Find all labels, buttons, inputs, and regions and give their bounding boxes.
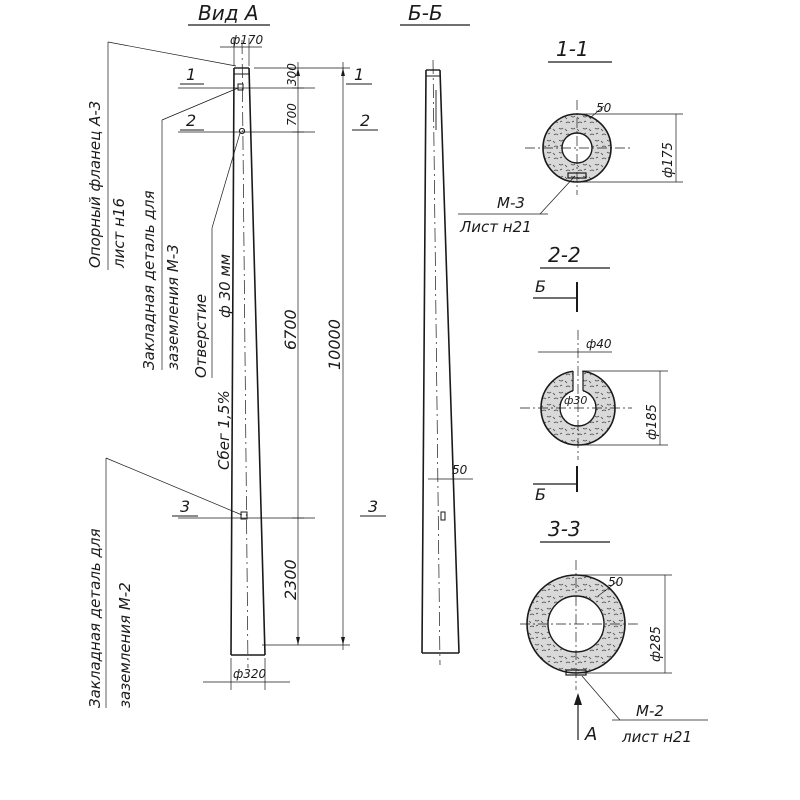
embed-m2-marker xyxy=(240,511,248,520)
view-a-direction-label: А xyxy=(584,724,597,745)
dim-300: 300 xyxy=(285,63,299,86)
section-mark-2-left: 2 xyxy=(186,111,196,130)
section-11-m3-sheet: Лист н21 xyxy=(459,218,532,236)
label-embed-m2-line2: заземления М-2 xyxy=(116,582,134,708)
dim-top-diameter: ф170 xyxy=(230,33,264,47)
section-mark-1-left: 1 xyxy=(186,65,196,84)
section-22-title: 2-2 xyxy=(548,243,581,267)
section-33-m2-sheet: лист н21 xyxy=(621,728,692,746)
hole-marker xyxy=(238,127,246,135)
label-flange-line2: лист н16 xyxy=(110,198,128,269)
label-flange-line1: Опорный фланец А-3 xyxy=(86,101,104,268)
section-bb-title: Б-Б xyxy=(408,1,443,25)
section-11-title: 1-1 xyxy=(556,37,589,61)
dim-s1-diameter: ф175 xyxy=(661,142,676,178)
section-11-m3-ref: М-3 xyxy=(497,194,525,212)
label-hole-line2: ф 30 мм xyxy=(216,254,234,318)
dim-s3-diameter: ф285 xyxy=(649,626,664,662)
dim-700: 700 xyxy=(285,103,299,126)
dim-10000: 10000 xyxy=(325,319,344,370)
section-22-ring xyxy=(520,330,632,460)
section-33-m2-ref: М-2 xyxy=(636,702,664,720)
section-mark-2-right: 2 xyxy=(360,111,370,130)
pole-view-a xyxy=(230,39,266,669)
dim-side-50: 50 xyxy=(452,463,468,477)
view-a-title: Вид А xyxy=(198,1,259,25)
section-mark-1-right: 1 xyxy=(354,65,364,84)
section-11-ring xyxy=(525,100,630,195)
dim-s1-wall-50: 50 xyxy=(596,101,612,115)
dim-2300: 2300 xyxy=(281,559,300,600)
label-embed-m3-line2: заземления М-3 xyxy=(164,244,182,370)
dim-s2-diameter: ф185 xyxy=(645,404,660,440)
section-33-title: 3-3 xyxy=(548,517,581,541)
label-hole-line1: Отверстие xyxy=(192,294,210,378)
label-embed-m2-line1: Закладная деталь для xyxy=(86,528,104,708)
dim-6700: 6700 xyxy=(281,309,300,350)
section-mark-3-right: 3 xyxy=(368,497,378,516)
section-mark-3-left: 3 xyxy=(180,497,190,516)
dim-s3-wall-50: 50 xyxy=(608,575,624,589)
section-33-ring xyxy=(520,560,640,690)
section-22-mark-b-top: Б xyxy=(535,277,546,296)
dim-s2-hole-40: ф40 xyxy=(586,337,612,351)
label-taper: Сбег 1,5% xyxy=(215,390,233,470)
dim-bottom-diameter: ф320 xyxy=(233,667,267,681)
label-embed-m3-line1: Закладная деталь для xyxy=(140,190,158,370)
section-22-mark-b-bottom: Б xyxy=(535,485,546,504)
pole-side-view xyxy=(421,59,460,666)
dim-s2-inner-30: ф30 xyxy=(564,394,587,407)
embed-m3-marker xyxy=(237,83,244,91)
